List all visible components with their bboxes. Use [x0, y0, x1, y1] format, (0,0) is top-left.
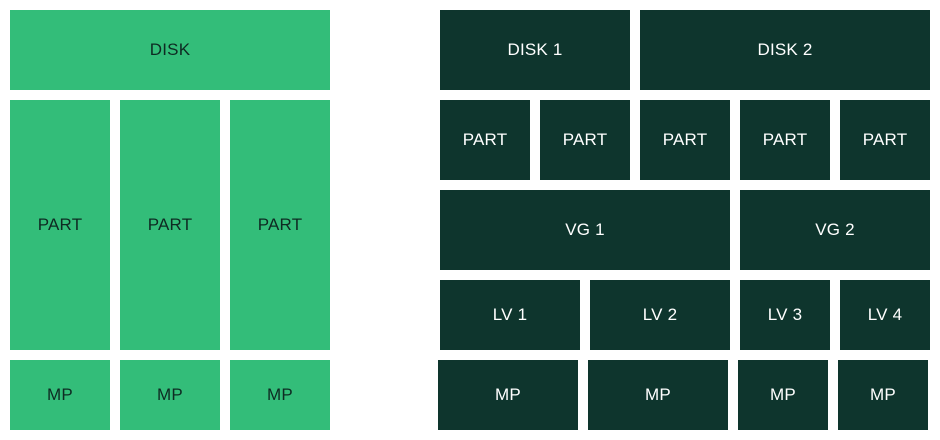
- lvm-partition-label: PART: [462, 130, 508, 149]
- lvm-partition-label: PART: [862, 130, 908, 149]
- lvm-mount-label: MP: [495, 385, 521, 404]
- lvm-volume-group-block-1: VG 1: [440, 190, 730, 270]
- lvm-disk-block-2: DISK 2: [640, 10, 930, 90]
- lvm-mount-block-4: MP: [838, 360, 928, 430]
- lvm-logical-volume-label: LV 2: [642, 305, 678, 324]
- standard-partition-block-1: PART: [10, 100, 110, 350]
- standard-partition-label: PART: [257, 215, 303, 234]
- lvm-partition-label: PART: [662, 130, 708, 149]
- lvm-logical-volume-label: LV 3: [767, 305, 803, 324]
- lvm-mount-block-2: MP: [588, 360, 728, 430]
- standard-mount-block-2: MP: [120, 360, 220, 430]
- lvm-logical-volume-label: LV 4: [867, 305, 903, 324]
- standard-partition-block-2: PART: [120, 100, 220, 350]
- lvm-logical-volume-block-2: LV 2: [590, 280, 730, 350]
- lvm-mount-label: MP: [645, 385, 671, 404]
- lvm-disk-label: DISK 1: [507, 40, 563, 59]
- lvm-partition-label: PART: [562, 130, 608, 149]
- lvm-mount-block-3: MP: [738, 360, 828, 430]
- standard-partition-label: PART: [147, 215, 193, 234]
- lvm-disk-label: DISK 2: [757, 40, 813, 59]
- lvm-logical-volume-block-3: LV 3: [740, 280, 830, 350]
- standard-mount-label: MP: [47, 385, 73, 404]
- lvm-partition-block-1: PART: [440, 100, 530, 180]
- lvm-disk-block-1: DISK 1: [440, 10, 630, 90]
- standard-disk-block: DISK: [10, 10, 330, 90]
- standard-mount-block-3: MP: [230, 360, 330, 430]
- standard-mount-label: MP: [267, 385, 293, 404]
- lvm-mount-label: MP: [870, 385, 896, 404]
- lvm-logical-volume-label: LV 1: [492, 305, 528, 324]
- lvm-logical-volume-block-1: LV 1: [440, 280, 580, 350]
- lvm-volume-group-label: VG 2: [815, 220, 855, 239]
- standard-mount-block-1: MP: [10, 360, 110, 430]
- lvm-volume-group-label: VG 1: [565, 220, 605, 239]
- lvm-logical-volume-block-4: LV 4: [840, 280, 930, 350]
- lvm-volume-group-block-2: VG 2: [740, 190, 930, 270]
- lvm-mount-label: MP: [770, 385, 796, 404]
- lvm-partition-label: PART: [762, 130, 808, 149]
- lvm-partition-block-2: PART: [540, 100, 630, 180]
- lvm-partition-block-5: PART: [840, 100, 930, 180]
- standard-mount-label: MP: [157, 385, 183, 404]
- standard-disk-label: DISK: [149, 40, 191, 59]
- standard-partition-label: PART: [37, 215, 83, 234]
- lvm-partition-block-3: PART: [640, 100, 730, 180]
- lvm-partition-block-4: PART: [740, 100, 830, 180]
- lvm-mount-block-1: MP: [438, 360, 578, 430]
- standard-partition-block-3: PART: [230, 100, 330, 350]
